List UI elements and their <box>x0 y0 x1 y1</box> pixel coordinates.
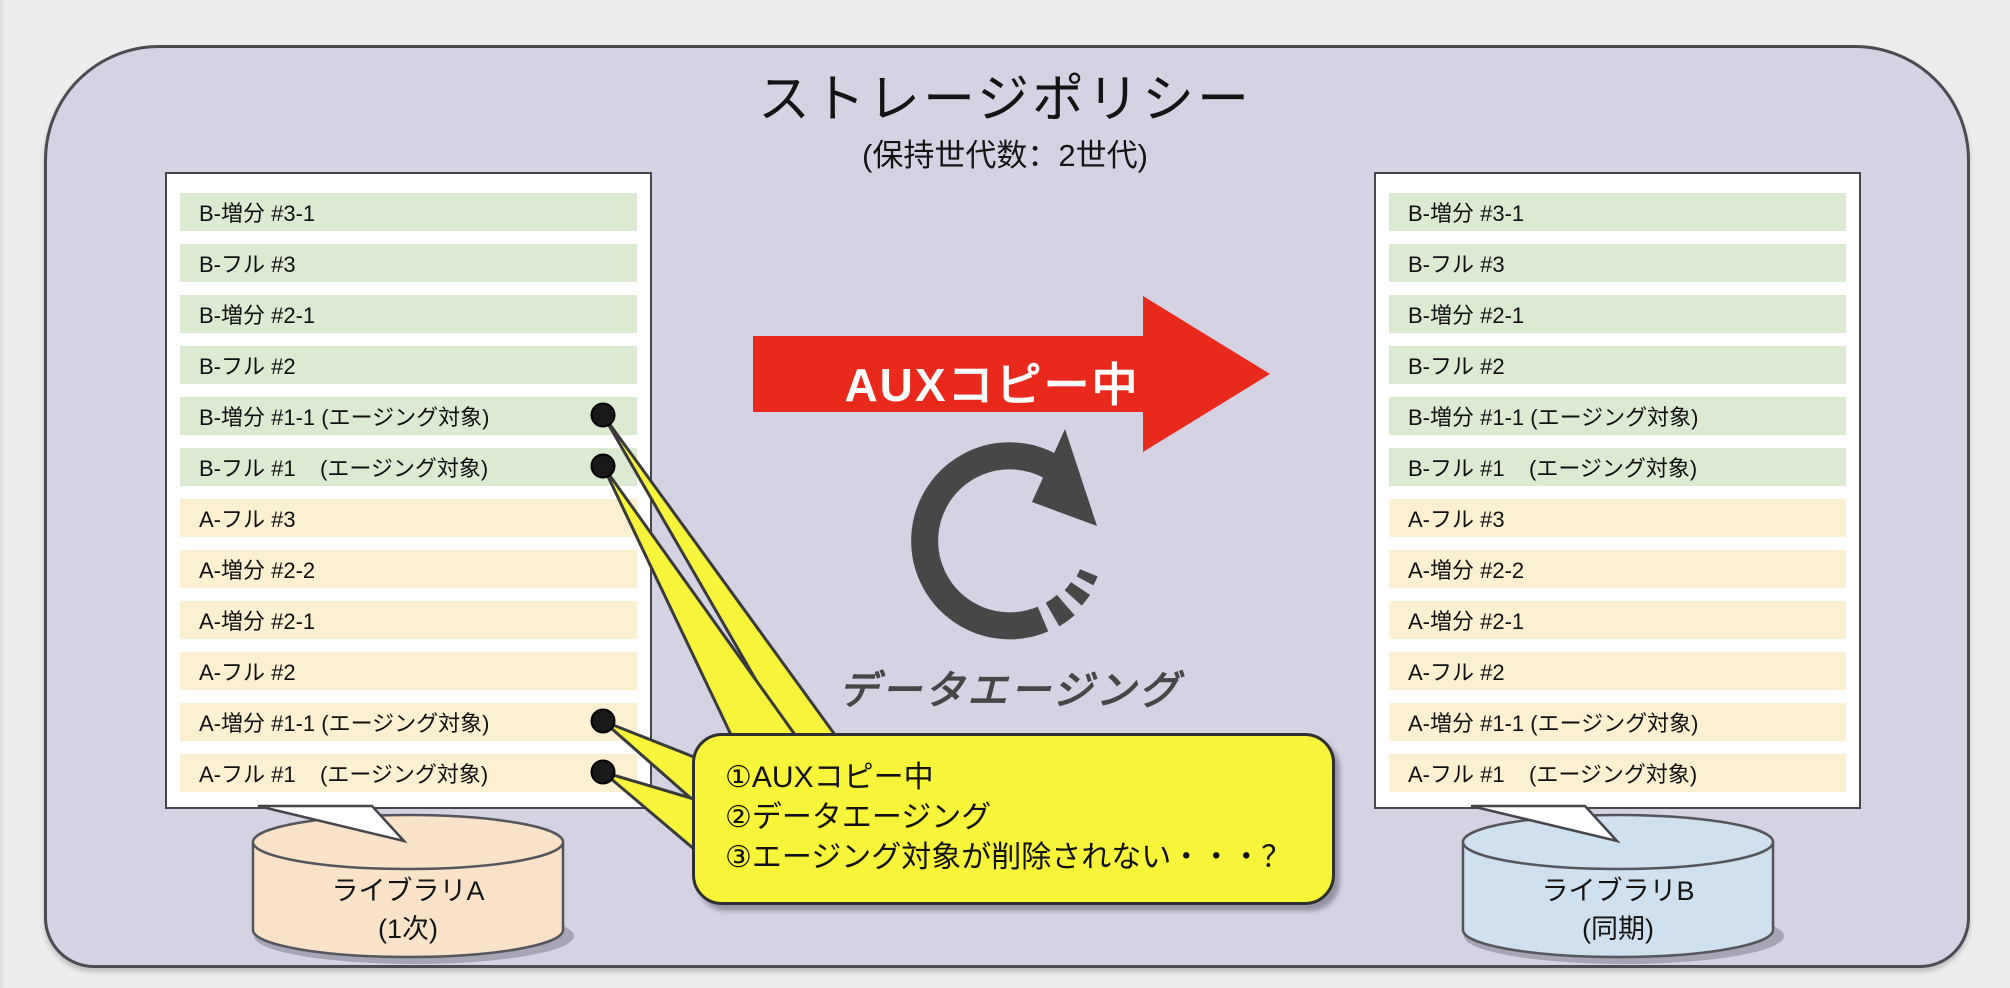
backup-row-label: B-増分 #2-1 <box>1408 303 1525 328</box>
policy-title: ストレージポリシー <box>758 71 1252 129</box>
backup-row-label: B-フル #3 <box>1408 252 1505 277</box>
policy-subtitle: (保持世代数：2世代) <box>862 138 1148 173</box>
backup-row: A-フル #3 <box>1389 499 1846 537</box>
backup-row: B-フル #3 <box>180 244 637 282</box>
backup-list-a: B-増分 #3-1 B-フル #3 B-増分 #2-1 B-フル #2 B-増分… <box>165 172 652 809</box>
backup-row-label: B-増分 #1-1 (エージング対象) <box>199 405 490 430</box>
backup-row-aging-target: A-フル #1 (エージング対象) <box>1389 754 1846 792</box>
backup-row-label: A-フル #1 (エージング対象) <box>199 762 489 787</box>
aux-copy-arrow-label: AUXコピー中 <box>844 359 1140 411</box>
library-b-name: ライブラリB <box>1541 876 1695 906</box>
backup-row-label: B-フル #2 <box>1408 354 1505 379</box>
backup-row-aging-target: B-増分 #1-1 (エージング対象) <box>1389 397 1846 435</box>
backup-row: B-増分 #3-1 <box>1389 193 1846 231</box>
backup-row-label: A-増分 #1-1 (エージング対象) <box>199 711 490 736</box>
backup-row: B-増分 #3-1 <box>180 193 637 231</box>
backup-row: A-フル #2 <box>180 652 637 690</box>
backup-row-label: A-増分 #1-1 (エージング対象) <box>1408 711 1699 736</box>
backup-row: A-フル #2 <box>1389 652 1846 690</box>
backup-row-label: A-増分 #2-2 <box>199 558 316 583</box>
callout-line-1: ①AUXコピー中 <box>725 761 934 794</box>
backup-row-label: B-フル #1 (エージング対象) <box>1408 456 1698 481</box>
backup-row: B-フル #3 <box>1389 244 1846 282</box>
backup-list-b: B-増分 #3-1 B-フル #3 B-増分 #2-1 B-フル #2 B-増分… <box>1374 172 1861 809</box>
backup-row-label: A-フル #3 <box>1408 507 1505 532</box>
backup-row: A-増分 #2-2 <box>1389 550 1846 588</box>
library-b-role: (同期) <box>1582 914 1654 944</box>
backup-row-aging-target: A-増分 #1-1 (エージング対象) <box>1389 703 1846 741</box>
backup-row-aging-target: A-増分 #1-1 (エージング対象) <box>180 703 637 741</box>
backup-row-label: B-増分 #3-1 <box>199 201 316 226</box>
library-b-label: ライブラリB (同期) <box>1463 872 1773 948</box>
backup-row-label: A-フル #3 <box>199 507 296 532</box>
backup-row-label: B-フル #3 <box>199 252 296 277</box>
backup-row-label: B-増分 #3-1 <box>1408 201 1525 226</box>
backup-row-label: B-フル #1 (エージング対象) <box>199 456 489 481</box>
backup-row: A-増分 #2-2 <box>180 550 637 588</box>
backup-row-label: B-増分 #2-1 <box>199 303 316 328</box>
backup-row: B-フル #2 <box>180 346 637 384</box>
backup-row: A-増分 #2-1 <box>1389 601 1846 639</box>
library-a-label: ライブラリA (1次) <box>253 872 563 948</box>
backup-row: B-フル #2 <box>1389 346 1846 384</box>
backup-row-label: A-増分 #2-2 <box>1408 558 1525 583</box>
backup-row: B-増分 #2-1 <box>1389 295 1846 333</box>
backup-row-label: A-フル #1 (エージング対象) <box>1408 762 1698 787</box>
backup-row-label: A-増分 #2-1 <box>1408 609 1525 634</box>
page-edge-line <box>0 0 3 988</box>
backup-row-label: A-増分 #2-1 <box>199 609 316 634</box>
callout-line-2: ②データエージング <box>725 801 992 834</box>
callout-box: ①AUXコピー中 ②データエージング ③エージング対象が削除されない・・・？ <box>692 733 1335 905</box>
backup-row-aging-target: B-フル #1 (エージング対象) <box>180 448 637 486</box>
callout-line-3: ③エージング対象が削除されない・・・？ <box>725 841 1292 874</box>
backup-row-aging-target: A-フル #1 (エージング対象) <box>180 754 637 792</box>
backup-row-label: A-フル #2 <box>1408 660 1505 685</box>
backup-row: B-増分 #2-1 <box>180 295 637 333</box>
backup-row: A-フル #3 <box>180 499 637 537</box>
library-a-role: (1次) <box>378 914 438 944</box>
backup-row-aging-target: B-増分 #1-1 (エージング対象) <box>180 397 637 435</box>
backup-row: A-増分 #2-1 <box>180 601 637 639</box>
data-aging-label: データエージング <box>838 669 1182 713</box>
backup-row-label: B-増分 #1-1 (エージング対象) <box>1408 405 1699 430</box>
backup-row-label: A-フル #2 <box>199 660 296 685</box>
backup-row-label: B-フル #2 <box>199 354 296 379</box>
library-a-name: ライブラリA <box>331 876 485 906</box>
backup-row-aging-target: B-フル #1 (エージング対象) <box>1389 448 1846 486</box>
